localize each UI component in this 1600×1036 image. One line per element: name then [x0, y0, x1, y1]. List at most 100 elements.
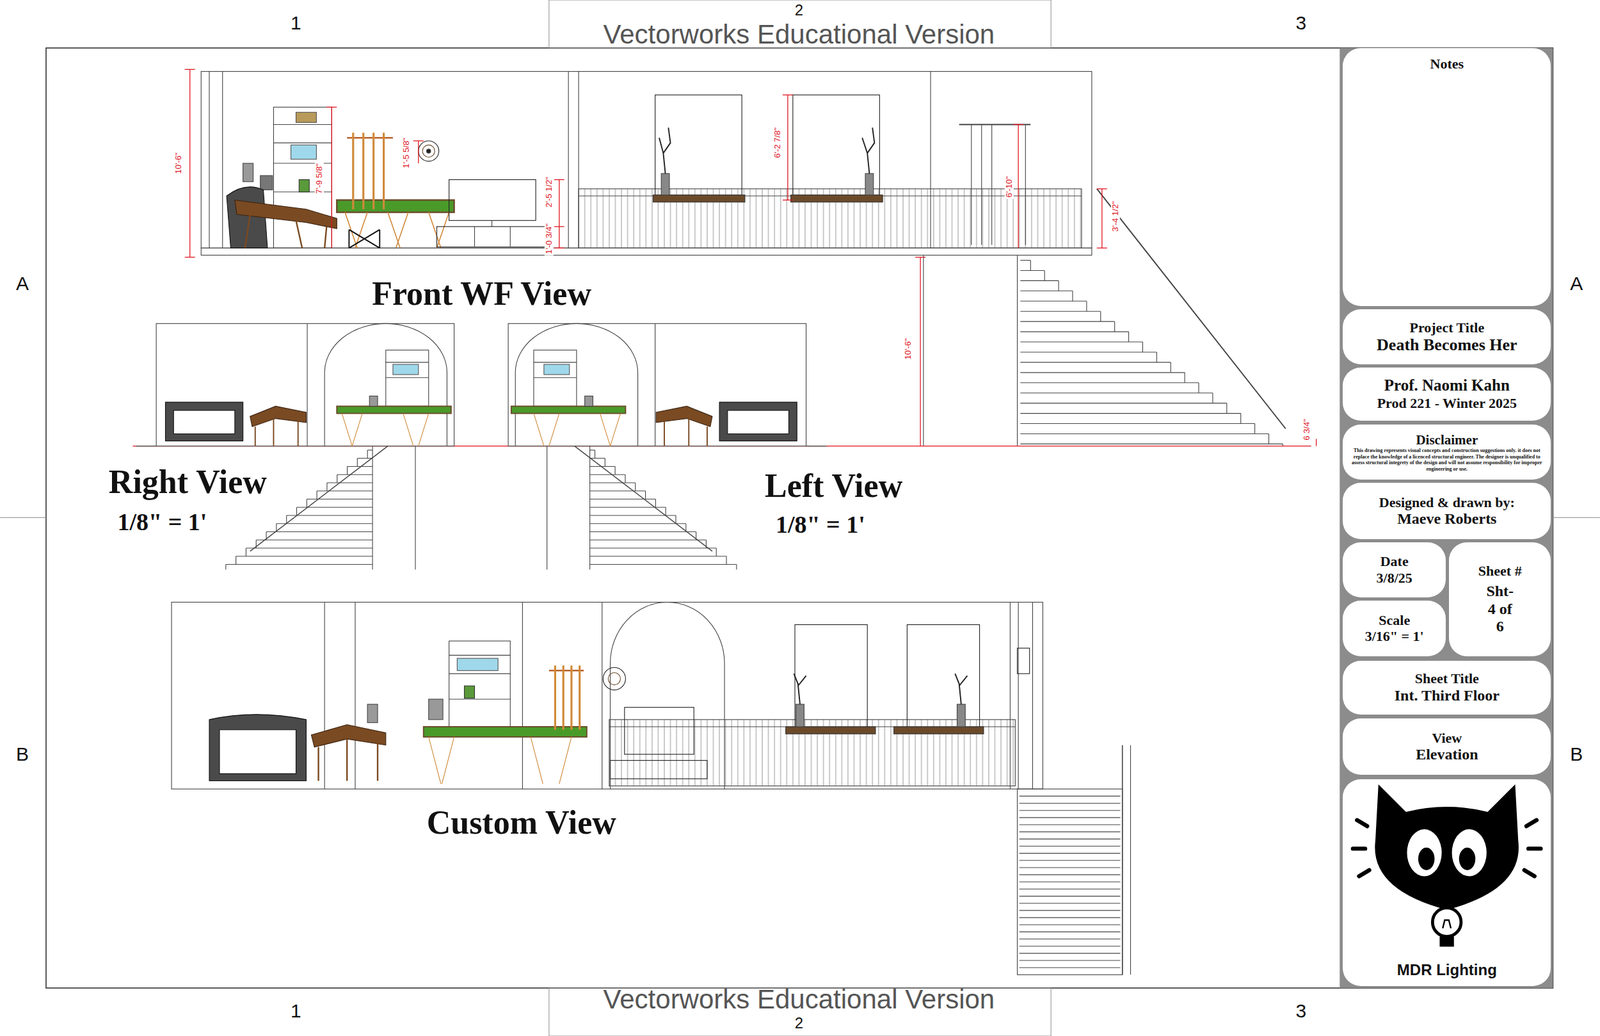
- stair-tread: [306, 498, 373, 500]
- stair-tread: [367, 449, 373, 450]
- stair-tread: [1019, 874, 1121, 875]
- dimension: 6'-10": [1004, 174, 1014, 199]
- stair-tread: [1019, 802, 1121, 804]
- box-value: Elevation: [1415, 745, 1478, 764]
- stair-tread: [1019, 823, 1121, 825]
- grid-letter: A: [16, 272, 29, 294]
- dimension: 6 3/4": [1302, 417, 1312, 442]
- stair-tread: [357, 457, 373, 459]
- stair-tread: [266, 531, 267, 541]
- stair-tread: [296, 506, 374, 508]
- stair-tread: [1072, 290, 1073, 301]
- title-block-box: Prof. Naomi KahnProd 221 - Winter 2025: [1342, 367, 1551, 421]
- stair-tread: [1254, 423, 1256, 434]
- stair-tread: [1020, 311, 1101, 312]
- box-heading: Notes: [1430, 55, 1465, 72]
- stair-tread: [1184, 372, 1186, 383]
- grid-number: 1: [290, 999, 302, 1021]
- stair-tread: [1020, 300, 1087, 302]
- dimension: 3'-4 1/2": [1111, 199, 1120, 233]
- stair-tread: [275, 523, 277, 532]
- stair-tread: [1226, 403, 1227, 414]
- box-value: Death Becomes Her: [1376, 335, 1517, 355]
- stair-tread: [367, 449, 368, 459]
- stair-tread: [1019, 859, 1121, 861]
- dimension: 10'-6": [903, 337, 913, 361]
- stair-tread: [1268, 433, 1270, 444]
- stair-tread: [1142, 341, 1144, 352]
- box-value: Prod 221 - Winter 2025: [1377, 394, 1517, 411]
- stair-tread: [336, 474, 338, 483]
- stair-tread: [1019, 909, 1121, 911]
- box-value: 3/8/25: [1376, 569, 1413, 586]
- box-heading: Project Title: [1409, 319, 1485, 336]
- stair-tread: [1100, 311, 1101, 322]
- stair-tread: [236, 555, 373, 557]
- stair-tread: [1020, 331, 1129, 333]
- box-heading: Sheet Title: [1415, 670, 1480, 687]
- stair-tread: [1020, 371, 1185, 373]
- stair-tread: [1019, 902, 1121, 904]
- title-block-box: Scale3/16" = 1': [1342, 600, 1446, 657]
- stair-tread: [347, 465, 374, 467]
- watermark: Vectorworks Educational Version: [603, 984, 996, 1014]
- watermark: Vectorworks Educational Version: [603, 19, 996, 50]
- dimension: 2'-5 1/2": [544, 175, 554, 209]
- grid-letter: B: [16, 742, 29, 764]
- stair-tread: [1019, 838, 1121, 840]
- stair-tread: [1128, 331, 1129, 342]
- box-heading: MDR Lighting: [1397, 960, 1497, 979]
- stair-tread: [1020, 433, 1269, 434]
- box-value: Maeve Roberts: [1397, 510, 1497, 528]
- stair-tread: [1019, 866, 1121, 868]
- stair-tread: [306, 499, 308, 508]
- dimension-lines: [132, 69, 1316, 446]
- stair-tread: [276, 522, 373, 524]
- title-block-box: DisclaimerThis drawing represents visual…: [1342, 424, 1551, 480]
- dimension: 1'-0 3/4": [544, 222, 554, 256]
- scale-note: 1/8" = 1': [117, 508, 208, 536]
- title-block-box: Notes: [1342, 48, 1551, 306]
- box-value: This drawing represents visual concepts …: [1350, 447, 1544, 472]
- stair-tread: [1019, 924, 1121, 925]
- grid-number: 3: [1296, 12, 1307, 34]
- stair-tread: [1044, 270, 1046, 281]
- stair-tread: [1019, 938, 1121, 939]
- stair-tread: [225, 563, 373, 565]
- stair-tread: [357, 458, 358, 467]
- box-heading: Scale: [1378, 611, 1410, 628]
- stair-tread: [256, 539, 257, 548]
- stair-tread: [1019, 831, 1121, 832]
- dimension: 10'-6": [174, 151, 184, 176]
- stair-tread: [266, 531, 373, 532]
- stair-tread: [296, 506, 297, 516]
- custom-view: [171, 602, 1131, 975]
- stair-tread: [1019, 795, 1121, 797]
- grid-number: 3: [1296, 999, 1307, 1021]
- grid-number: 2: [794, 1014, 804, 1032]
- stair-tread: [337, 474, 373, 475]
- grid-letter: A: [1569, 272, 1583, 294]
- grid-number: 2: [794, 1, 804, 19]
- stair-tread: [1020, 341, 1143, 342]
- box-heading: Designed & drawn by:: [1379, 494, 1515, 511]
- grid-number: 1: [290, 12, 302, 34]
- title-block-box: Project TitleDeath Becomes Her: [1342, 309, 1551, 365]
- stair-tread: [245, 547, 247, 557]
- stair-tread: [286, 514, 373, 516]
- stair-tread: [1019, 888, 1121, 889]
- stair-tread: [1019, 845, 1121, 847]
- box-heading: Date: [1380, 552, 1409, 569]
- stair-tread: [1019, 952, 1121, 953]
- view-title: Right View: [108, 463, 267, 500]
- dimension: 1'-5 5/8": [401, 136, 411, 170]
- stair-tread: [1019, 917, 1121, 918]
- box-heading: View: [1431, 729, 1462, 746]
- view-title: Left View: [764, 467, 903, 504]
- stair-tread: [1020, 392, 1213, 393]
- stair-tread: [1019, 895, 1121, 896]
- stair-tread: [1019, 931, 1121, 932]
- stair: [1019, 795, 1121, 968]
- box-heading: Sheet #: [1478, 562, 1522, 579]
